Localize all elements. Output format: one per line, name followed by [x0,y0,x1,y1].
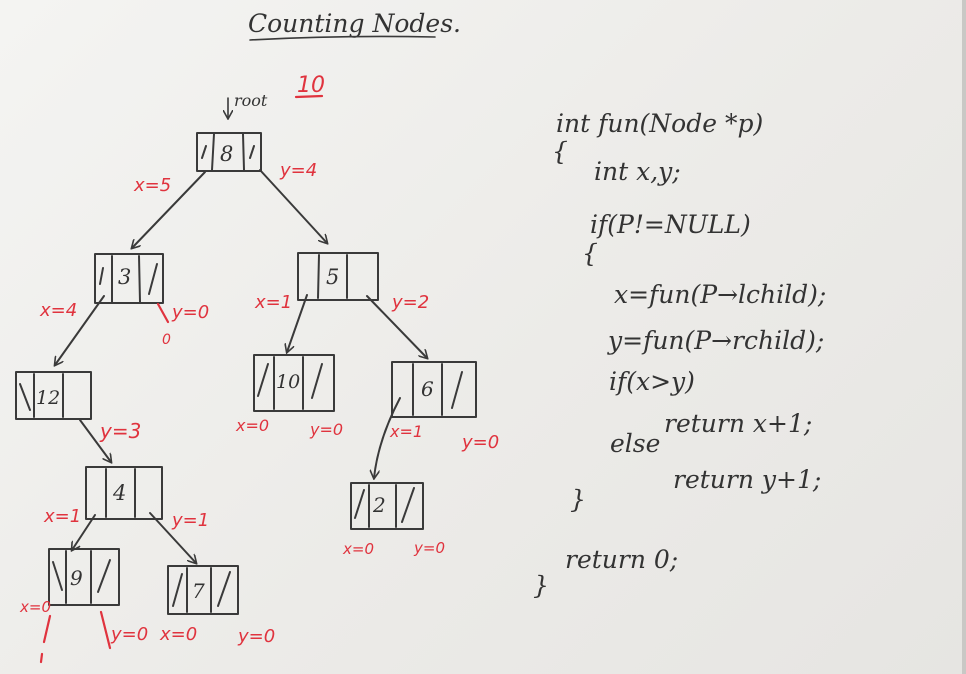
annot-y0-n10: y=0 [309,420,343,439]
node-5-box [297,252,379,301]
node-4-box [85,466,163,520]
edge-8-3 [132,171,206,248]
annot-x1-n6: x=1 [389,422,423,441]
code-line-open-brace: { [552,137,568,166]
node-12: 12 [15,371,92,420]
node-9-box [48,548,120,606]
node-6-value: 6 [421,377,434,401]
edge-5-10 [287,294,308,352]
annot-x0-n7: x=0 [159,624,197,645]
title-group: Counting Nodes. [248,9,461,41]
root-count-underline [294,94,324,99]
tree-edges [55,169,427,563]
node-5-value: 5 [326,265,339,289]
node-2: 2 [350,482,424,530]
code-block: int fun(Node *p) { int x,y; if(P!=NULL) … [533,109,826,600]
annotations: x=5 y=4 x=4 y=0 0 x=1 y=2 y=3 x=0 y=0 x=… [19,160,499,664]
edge-4-7 [149,512,196,563]
annot-y0-n9: y=0 [110,624,148,645]
node-7-dividers [172,567,231,613]
annot-y4: y=4 [279,160,317,181]
annot-y0-n2: y=0 [413,539,445,557]
code-line-close: } [533,571,549,600]
node-4-value: 4 [112,481,126,505]
node-8-box [196,132,262,172]
code-line-return-y: return y+1; [673,465,821,494]
node-12-value: 12 [36,387,60,409]
node-12-box [15,371,92,420]
node-8: 8 [196,132,262,172]
annot-x5: x=5 [133,175,171,196]
node-10-value: 10 [276,371,300,393]
annot-x1-n5: x=1 [254,292,292,313]
code-line-y-assign: y=fun(P→rchild); [607,326,824,355]
code-line-signature: int fun(Node *p) [556,109,763,138]
edge-6-2 [374,397,401,478]
annot-x0-n9: x=0 [19,598,51,616]
node-10-box [253,354,335,412]
annot-x0-n10: x=0 [235,416,269,435]
node-6: 6 [391,361,477,418]
node-3-value: 3 [118,265,131,289]
node-3-dividers [99,255,158,303]
node-7-box [167,565,239,615]
node-4-dividers [105,468,136,518]
annot-y3: y=3 [99,419,141,443]
node-2-box [350,482,424,530]
annot-zero-n3: 0 [162,332,171,348]
code-line-return-zero: return 0; [565,545,678,574]
edge-12-4 [79,419,111,462]
board-edge [962,0,966,674]
node-6-dividers [412,363,463,416]
code-line-return-x: return x+1; [664,409,812,438]
edge-3-12 [55,295,105,365]
root-label: root [234,91,268,110]
node-12-dividers [19,373,64,418]
root-pointer: root 10 [228,73,325,118]
annot-x0-n2: x=0 [342,540,374,558]
annot-y2: y=2 [391,292,429,313]
edge-5-6 [366,295,427,358]
node-7-value: 7 [192,579,205,603]
node-8-dividers [201,133,255,171]
edge-8-5 [259,169,327,243]
title-underline [249,35,436,41]
diagram-title: Counting Nodes. [248,9,461,38]
annot-y0-n7: y=0 [237,626,275,647]
annot-n9-left-slash [39,614,52,664]
node-10: 10 [253,354,335,412]
code-line-inner-open: { [582,239,598,268]
node-7: 7 [167,565,239,615]
annot-y0-n6: y=0 [461,432,499,453]
code-line-if-null: if(P!=NULL) [590,210,751,239]
node-9-dividers [52,550,111,604]
node-9-value: 9 [70,566,83,590]
code-line-if-compare: if(x>y) [609,367,695,396]
node-5-dividers [317,254,348,299]
node-2-dividers [354,484,415,528]
node-4: 4 [85,466,163,520]
edge-4-9 [72,514,96,550]
root-count: 10 [297,73,325,98]
annot-x1-n4: x=1 [43,506,81,527]
annot-y0-n3: y=0 [171,302,209,323]
code-line-inner-close: } [570,485,586,514]
node-8-value: 8 [220,142,233,166]
code-line-else: else [610,429,660,458]
node-6-box [391,361,477,418]
annot-x4: x=4 [39,300,77,321]
node-2-value: 2 [372,493,386,517]
node-5: 5 [297,252,379,301]
node-3-box [94,253,164,304]
code-line-declare: int x,y; [594,157,681,186]
annot-n3-tick [156,302,170,324]
node-10-dividers [257,356,323,410]
node-3: 3 [94,253,164,304]
code-line-x-assign: x=fun(P→lchild); [614,280,826,309]
annot-n9-right-slash [99,610,112,650]
node-9: 9 [48,548,120,606]
annot-y1-n4: y=1 [171,510,209,531]
